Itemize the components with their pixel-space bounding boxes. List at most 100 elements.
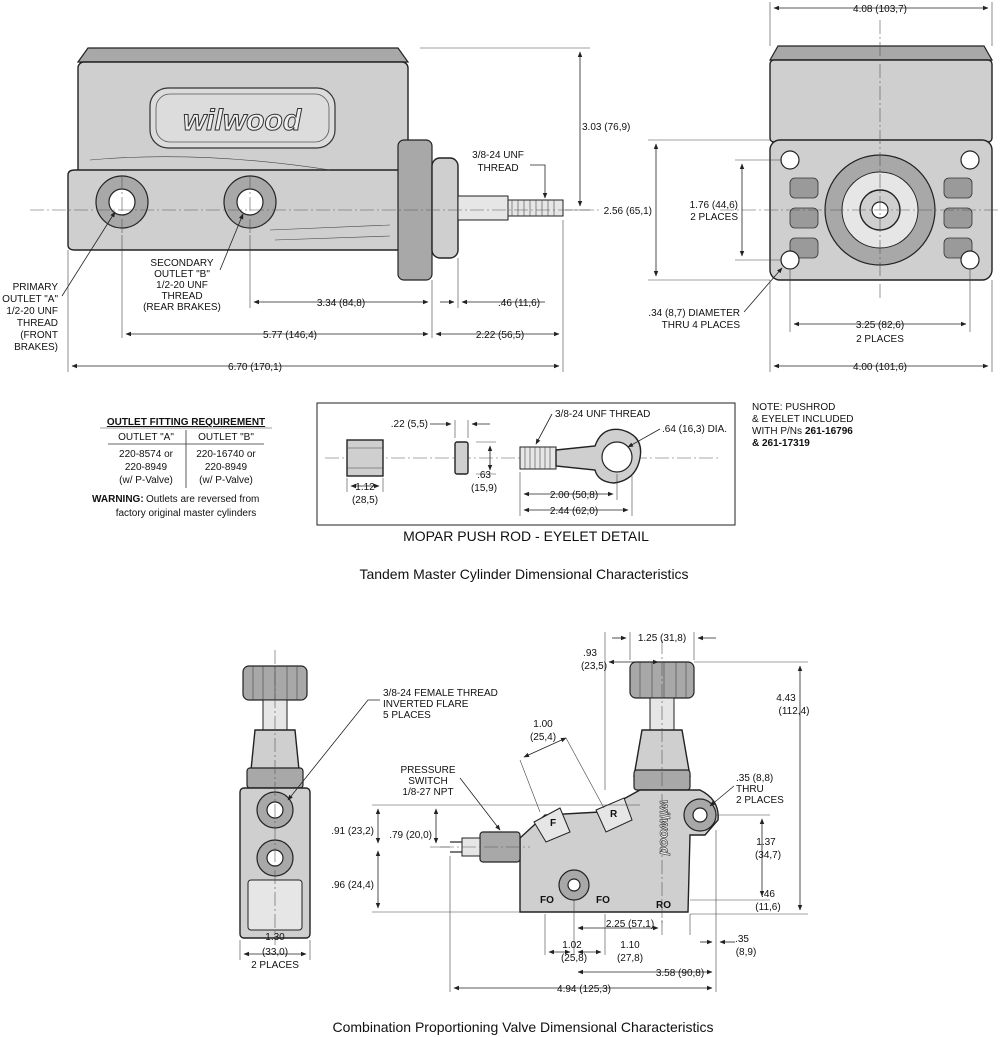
- mc-primary-5: (FRONT: [20, 330, 58, 341]
- valve-port-f: F: [550, 818, 556, 829]
- valve-port-fo-1: FO: [540, 895, 554, 906]
- valve-dim-225: 2.25 (57,1): [606, 919, 654, 930]
- valve-port-fo-2: FO: [596, 895, 610, 906]
- mc-dim-670: 6.70 (170,1): [228, 362, 282, 373]
- valve-dim-093-a: .93: [583, 648, 597, 659]
- valve-dim-079: .79 (20,0): [389, 830, 432, 841]
- mc-thread-label-1: 3/8-24 UNF: [472, 150, 524, 161]
- valve-front-view: [239, 650, 311, 945]
- valve-ps-3: 1/8-27 NPT: [402, 787, 453, 798]
- note-line-1: NOTE: PUSHROD: [752, 402, 835, 413]
- end-dim-325-a: 3.25 (82,6): [856, 320, 904, 331]
- end-dim-176-b: 2 PLACES: [690, 212, 738, 223]
- valve-female-3: 5 PLACES: [383, 710, 431, 721]
- valve-dim-443-b: (112,4): [779, 706, 810, 717]
- valve-female-2: INVERTED FLARE: [383, 699, 469, 710]
- mc-primary-1: PRIMARY: [13, 282, 59, 293]
- note-pn-1: 261-16796: [805, 426, 853, 437]
- master-cylinder-side-view: wilwood: [30, 47, 600, 281]
- mc-secondary-3: 1/2-20 UNF: [156, 280, 208, 291]
- mc-thread-label-2: THREAD: [477, 163, 518, 174]
- valve-dim-035-b: (8,9): [736, 947, 757, 958]
- valve-dim-035-a: .35: [735, 934, 749, 945]
- detail-dim-063-b: (15,9): [471, 483, 497, 494]
- outlet-fitting-table: OUTLET FITTING REQUIREMENT OUTLET "A" OU…: [92, 417, 272, 519]
- mc-primary-4: THREAD: [17, 318, 58, 329]
- mc-dim-height: 3.03 (76,9): [582, 122, 630, 133]
- pushrod-eyelet-detail: .22 (5,5) 3/8-24 UNF THREAD .64 (16,3) D…: [316, 402, 736, 544]
- table-b-2: 220-8949: [205, 462, 248, 473]
- end-dim-034-b: THRU 4 PLACES: [662, 320, 741, 331]
- end-dim-325-b: 2 PLACES: [856, 334, 904, 345]
- valve-dim-046-a: .46: [761, 889, 775, 900]
- mc-logo: wilwood: [183, 104, 302, 137]
- valve-dim-358: 3.58 (90,8): [656, 968, 704, 979]
- end-dim-top: 4.08 (103,7): [853, 4, 907, 15]
- table-header-a: OUTLET "A": [118, 432, 174, 443]
- mc-dim-334: 3.34 (84,8): [317, 298, 365, 309]
- valve-dim-137-b: (34,7): [755, 850, 781, 861]
- pushrod-note: NOTE: PUSHROD & EYELET INCLUDED WITH P/N…: [752, 402, 854, 449]
- detail-dim-112-a: 1.12: [355, 482, 375, 493]
- mc-secondary-4: THREAD: [161, 291, 202, 302]
- valve-dim-046-b: (11,6): [755, 902, 780, 913]
- caption-bottom: Combination Proportioning Valve Dimensio…: [332, 1019, 713, 1035]
- table-b-1: 220-16740 or: [196, 449, 256, 460]
- mc-secondary-1: SECONDARY: [150, 258, 213, 269]
- valve-side-dims: PRESSURE SWITCH 1/8-27 NPT 1.00 (25,4) .…: [331, 632, 809, 995]
- mc-dim-046: .46 (11,6): [498, 298, 540, 309]
- end-dim-176-a: 1.76 (44,6): [690, 200, 738, 211]
- valve-dim-035thru-c: 2 PLACES: [736, 795, 784, 806]
- valve-dim-102-a: 1.02: [562, 940, 582, 951]
- valve-dim-125: 1.25 (31,8): [638, 633, 686, 644]
- detail-dim-112-b: (28,5): [352, 495, 378, 506]
- valve-dim-093-b: (23,5): [581, 661, 607, 672]
- detail-dim-022: .22 (5,5): [391, 419, 428, 430]
- valve-dim-130-c: 2 PLACES: [251, 960, 299, 971]
- end-view-dimensions: 4.08 (103,7) 2.56 (65,1) 1.76 (44,6) 2 P…: [604, 2, 993, 373]
- valve-female-1: 3/8-24 FEMALE THREAD: [383, 688, 498, 699]
- table-warning-bold: WARNING:: [92, 494, 144, 505]
- end-dim-256: 2.56 (65,1): [604, 206, 652, 217]
- table-a-2: 220-8949: [125, 462, 168, 473]
- detail-dim-244: 2.44 (62,0): [550, 506, 598, 517]
- valve-dim-110-b: (27,8): [617, 953, 643, 964]
- valve-front-dims: 1.30 (33,0) 2 PLACES 3/8-24 FEMALE THREA…: [239, 688, 498, 971]
- valve-dim-100-a: 1.00: [533, 719, 553, 730]
- mc-primary-2: OUTLET "A": [2, 294, 58, 305]
- mc-dim-222: 2.22 (56,5): [476, 330, 524, 341]
- valve-dim-100-b: (25,4): [530, 732, 556, 743]
- note-line-3: WITH P/Ns: [752, 426, 802, 437]
- valve-dim-110-a: 1.10: [620, 940, 640, 951]
- valve-dim-443-a: 4.43: [776, 693, 796, 704]
- table-title: OUTLET FITTING REQUIREMENT: [107, 417, 265, 428]
- valve-port-ro: RO: [656, 900, 671, 911]
- detail-dia: .64 (16,3) DIA.: [662, 424, 727, 435]
- table-warning-text: Outlets are reversed from: [146, 494, 259, 505]
- valve-dim-035thru-a: .35 (8,8): [736, 773, 773, 784]
- valve-ps-2: SWITCH: [408, 776, 447, 787]
- valve-dim-130-a: 1.30: [265, 932, 285, 943]
- table-b-3: (w/ P-Valve): [199, 475, 253, 486]
- mc-secondary-5: (REAR BRAKES): [143, 302, 221, 313]
- end-dim-034-a: .34 (8,7) DIAMETER: [648, 308, 740, 319]
- valve-dim-494: 4.94 (125,3): [557, 984, 611, 995]
- valve-dim-035thru-b: THRU: [736, 784, 764, 795]
- table-a-3: (w/ P-Valve): [119, 475, 173, 486]
- valve-dim-130-b: (33,0): [262, 947, 288, 958]
- end-dim-400: 4.00 (101,6): [853, 362, 907, 373]
- valve-dim-102-b: (25,8): [561, 953, 587, 964]
- mc-primary-6: BRAKES): [14, 342, 58, 353]
- table-a-1: 220-8574 or: [119, 449, 174, 460]
- table-warning-text2: factory original master cylinders: [116, 508, 257, 519]
- mc-dim-577: 5.77 (146,4): [263, 330, 317, 341]
- detail-dim-063-a: .63: [477, 470, 491, 481]
- note-line-2: & EYELET INCLUDED: [752, 414, 854, 425]
- valve-logo: wilwood: [657, 800, 673, 856]
- valve-ps-1: PRESSURE: [400, 765, 455, 776]
- master-cylinder-end-view: [720, 20, 998, 300]
- detail-thread: 3/8-24 UNF THREAD: [555, 409, 650, 420]
- detail-title: MOPAR PUSH ROD - EYELET DETAIL: [403, 528, 649, 544]
- note-pn-2: & 261-17319: [752, 438, 810, 449]
